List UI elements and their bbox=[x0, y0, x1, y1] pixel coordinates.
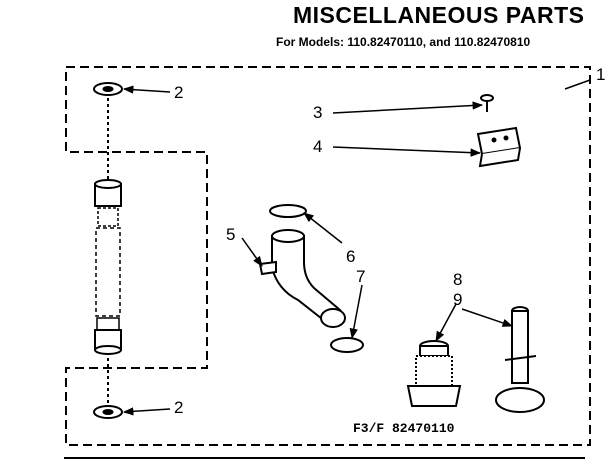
model-numbers: For Models: 110.82470110, and 110.824708… bbox=[276, 35, 531, 49]
hose-assembly bbox=[93, 82, 123, 419]
clip-part bbox=[476, 126, 522, 168]
callout-2-bottom: 2 bbox=[174, 398, 183, 417]
callout-9: 9 bbox=[453, 290, 462, 309]
callout-1: 1 bbox=[596, 65, 605, 84]
figure-code: F3/F 82470110 bbox=[353, 421, 455, 436]
callout-8: 8 bbox=[453, 270, 462, 289]
callout-5: 5 bbox=[226, 225, 235, 244]
page-title: MISCELLANEOUS PARTS bbox=[293, 2, 585, 28]
leader-lines bbox=[122, 79, 591, 416]
callout-4: 4 bbox=[313, 137, 322, 156]
elbow-fitting bbox=[258, 204, 346, 328]
screw-part bbox=[480, 94, 494, 112]
callout-3: 3 bbox=[313, 103, 322, 122]
leveling-foot-part bbox=[495, 306, 545, 413]
callout-7: 7 bbox=[356, 267, 365, 286]
kit-boundary bbox=[65, 66, 591, 446]
drain-plug-part bbox=[406, 340, 462, 407]
o-ring-part bbox=[330, 337, 364, 353]
callout-6: 6 bbox=[346, 247, 355, 266]
callout-2-top: 2 bbox=[174, 83, 183, 102]
